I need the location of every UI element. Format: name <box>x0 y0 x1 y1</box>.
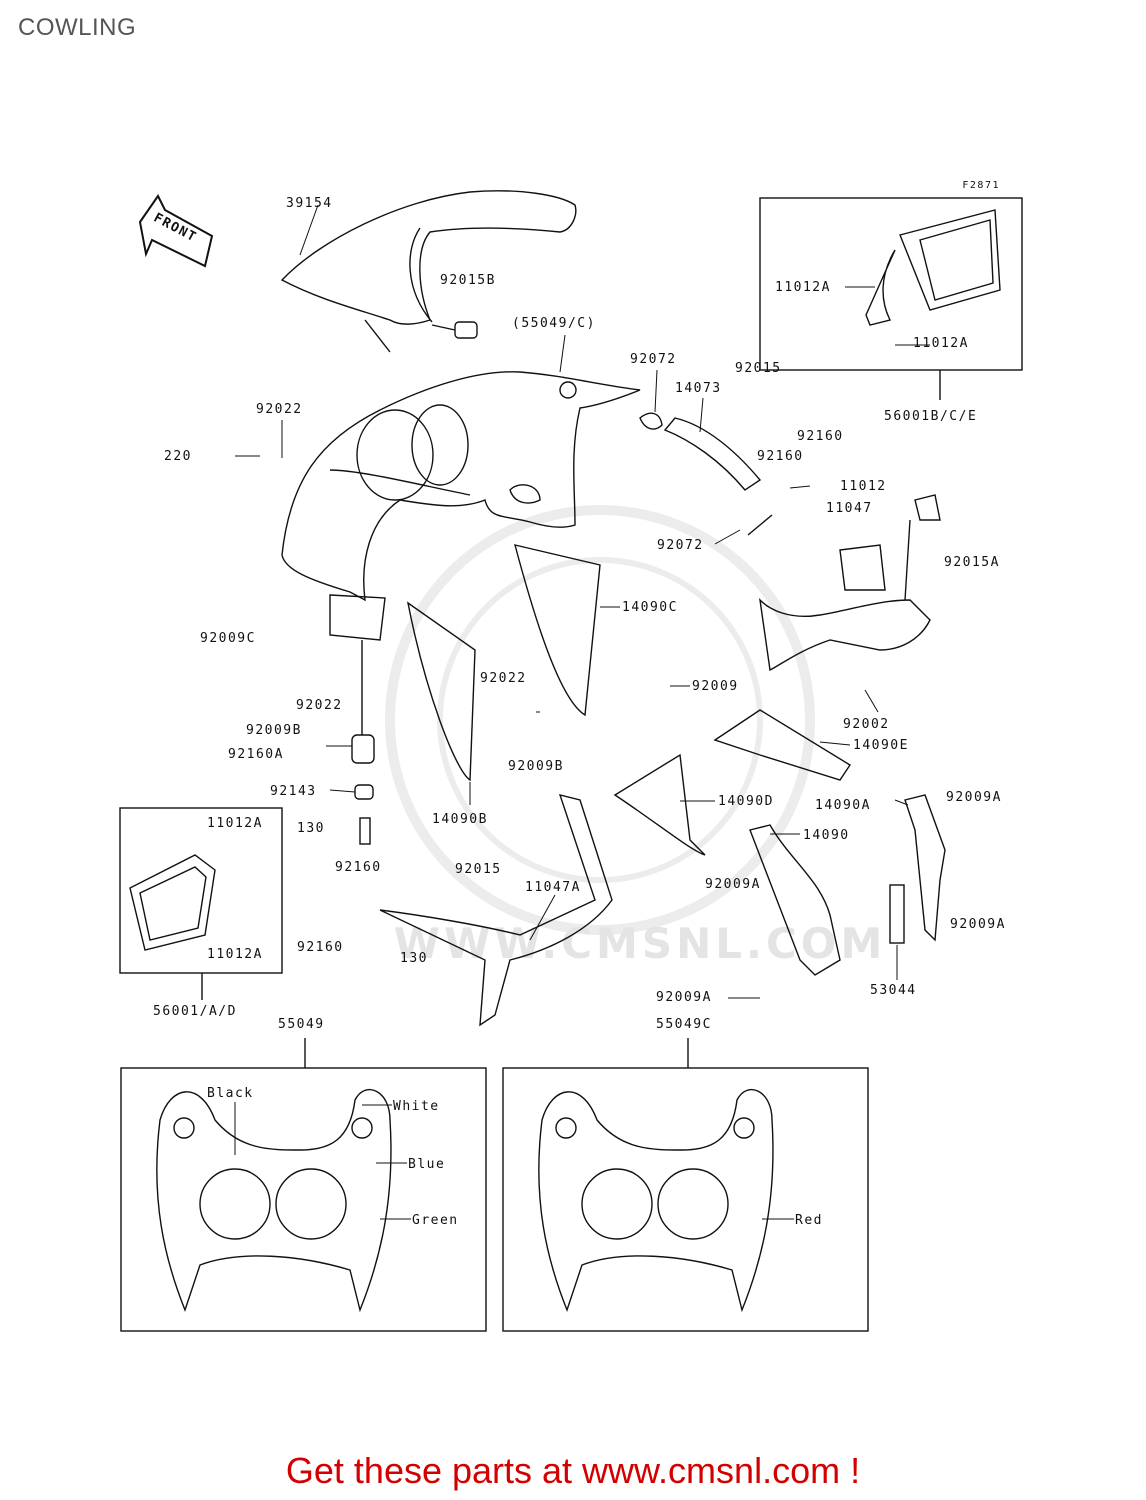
watermark-logo: WWW.CMSNL.COM <box>385 505 887 968</box>
label-11012a-l1: 11012A <box>207 816 263 831</box>
label-11047: 11047 <box>826 501 873 516</box>
label-92022-mid: 92022 <box>480 671 527 686</box>
label-92015-mid: 92015 <box>455 862 502 877</box>
label-56001ad: 56001/A/D <box>153 1004 237 1019</box>
label-14090a: 14090A <box>815 798 871 813</box>
label-55049c: 55049C <box>656 1017 712 1032</box>
color-label-black: Black <box>207 1086 254 1101</box>
label-92009a-c: 92009A <box>950 917 1006 932</box>
color-label-red: Red <box>795 1213 823 1228</box>
bracket-lower <box>329 594 386 641</box>
label-92160-d: 92160 <box>297 940 344 955</box>
label-92009b-left: 92009B <box>246 723 302 738</box>
mirror-left-part <box>129 854 216 951</box>
mirror-box-left <box>119 807 283 974</box>
panel-14090b <box>406 601 476 782</box>
grommet-92015b <box>454 321 478 339</box>
label-92009b-mid: 92009B <box>508 759 564 774</box>
upper-cowl-part <box>281 371 641 602</box>
panel-14090c <box>514 544 601 717</box>
color-box-55049 <box>120 1067 487 1332</box>
watermark-text: WWW.CMSNL.COM <box>394 919 887 968</box>
label-11012a-l2: 11012A <box>207 947 263 962</box>
label-92022-top: 92022 <box>256 402 303 417</box>
grommet-92143 <box>354 784 374 800</box>
label-14090c: 14090C <box>622 600 678 615</box>
label-92072-mid: 92072 <box>657 538 704 553</box>
label-55049: 55049 <box>278 1017 325 1032</box>
label-56001bce: 56001B/C/E <box>884 409 977 424</box>
mirror-right-part <box>865 209 1001 326</box>
panel-14090d <box>613 753 706 856</box>
parts-diagram: WWW.CMSNL.COM <box>119 180 1023 1332</box>
label-92160-b: 92160 <box>757 449 804 464</box>
front-arrow-icon <box>138 194 214 268</box>
cowl-front-view-right <box>538 1088 774 1313</box>
color-box-55049c <box>502 1067 869 1332</box>
rubber-92160a <box>351 734 375 764</box>
part-labels: F2871 39154 92015B (55049/C) 92072 14073… <box>153 180 1006 1228</box>
color-label-white: White <box>393 1099 440 1114</box>
label-92009-top: 92009 <box>692 679 739 694</box>
label-92160-c: 92160 <box>335 860 382 875</box>
label-92002: 92002 <box>843 717 890 732</box>
bolt-130-top <box>359 817 371 845</box>
label-92009c: 92009C <box>200 631 256 646</box>
leader-lines <box>235 204 930 999</box>
label-130-bot: 130 <box>400 951 428 966</box>
label-55049c-paren: (55049/C) <box>512 316 596 331</box>
label-130-top: 130 <box>297 821 325 836</box>
label-11047a: 11047A <box>525 880 581 895</box>
call-to-action-link[interactable]: Get these parts at www.cmsnl.com ! <box>285 1450 861 1491</box>
label-92009a-d: 92009A <box>656 990 712 1005</box>
page-title: COWLING <box>18 14 137 41</box>
label-14090b: 14090B <box>432 812 488 827</box>
label-92009a-b: 92009A <box>705 877 761 892</box>
cowl-front-view-left <box>156 1088 392 1313</box>
color-label-green: Green <box>412 1213 459 1228</box>
air-duct-part <box>639 412 773 536</box>
label-14073: 14073 <box>675 381 722 396</box>
label-92015b: 92015B <box>440 273 496 288</box>
mirror-box-right <box>759 197 1023 371</box>
label-14090e: 14090E <box>853 738 909 753</box>
label-92160-a: 92160 <box>797 429 844 444</box>
label-92022-left: 92022 <box>296 698 343 713</box>
label-220: 220 <box>164 449 192 464</box>
label-92015-top: 92015 <box>735 361 782 376</box>
label-92009a-a: 92009A <box>946 790 1002 805</box>
label-14090: 14090 <box>803 828 850 843</box>
color-label-blue: Blue <box>408 1157 445 1172</box>
strip-53044 <box>889 884 905 944</box>
label-53044: 53044 <box>870 983 917 998</box>
cowl-stay-part <box>759 494 941 672</box>
label-11012: 11012 <box>840 479 887 494</box>
label-14090d: 14090D <box>718 794 774 809</box>
label-92143: 92143 <box>270 784 317 799</box>
figure-code: F2871 <box>962 180 1000 191</box>
label-92160a: 92160A <box>228 747 284 762</box>
label-11012a-r2: 11012A <box>913 336 969 351</box>
panel-14090a <box>904 794 946 942</box>
label-39154: 39154 <box>286 196 333 211</box>
bracket-11047a <box>379 794 613 1027</box>
panel-14090e <box>713 709 851 781</box>
label-92072-top: 92072 <box>630 352 677 367</box>
label-11012a-r1: 11012A <box>775 280 831 295</box>
windscreen-part <box>280 190 577 353</box>
label-92015a: 92015A <box>944 555 1000 570</box>
